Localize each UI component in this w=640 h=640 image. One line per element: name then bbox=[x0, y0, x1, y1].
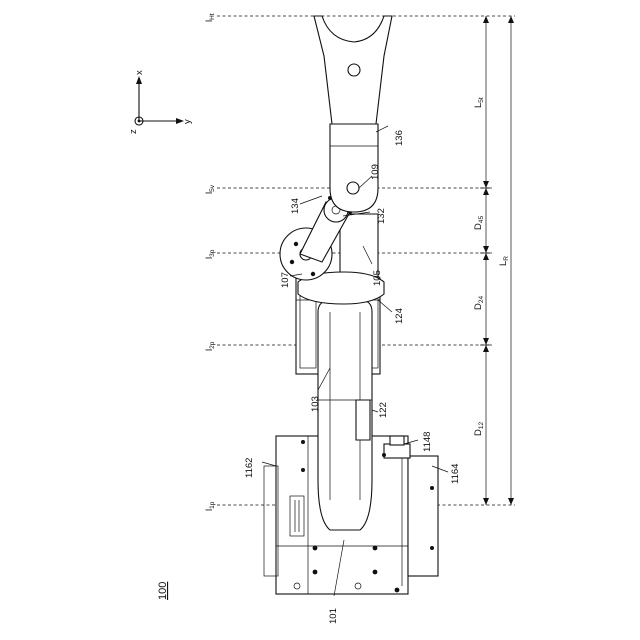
lower-arm bbox=[318, 296, 372, 530]
level-label-3p: l3p bbox=[204, 249, 216, 259]
part-label-136: 136 bbox=[394, 130, 405, 146]
dim-label-l5t: L5t bbox=[473, 97, 485, 108]
dim-label-lr: LR bbox=[498, 256, 510, 266]
level-label-5v: l5v bbox=[204, 184, 216, 194]
level-label-2p: l2p bbox=[204, 341, 216, 351]
axis-y-label: y bbox=[182, 119, 193, 124]
robot-arm bbox=[264, 16, 438, 594]
part-label-103: 103 bbox=[310, 396, 321, 412]
figure-number-label: 100 bbox=[157, 582, 169, 600]
level-label-ht: lHt bbox=[204, 13, 216, 22]
part-label-109: 109 bbox=[370, 164, 381, 180]
part-label-134: 134 bbox=[290, 198, 301, 214]
end-effector bbox=[314, 16, 392, 124]
axis-z-label: z bbox=[128, 129, 139, 134]
dim-label-d12: D12 bbox=[473, 422, 485, 436]
dim-label-d24: D24 bbox=[473, 296, 485, 310]
part-label-1148: 1148 bbox=[422, 432, 433, 452]
part-label-132: 132 bbox=[376, 208, 387, 224]
axis-x-label: x bbox=[134, 70, 145, 75]
part-label-105: 105 bbox=[372, 270, 383, 286]
part-label-1164: 1164 bbox=[450, 464, 461, 484]
level-labels: lHt l5v l3p l2p l1p bbox=[204, 13, 216, 511]
coordinate-axes: x y z bbox=[128, 70, 193, 134]
dimension-labels: L5t D45 D24 D12 LR bbox=[473, 97, 510, 436]
dim-label-d45: D45 bbox=[473, 216, 485, 230]
part-label-107: 107 bbox=[280, 272, 291, 288]
part-label-101: 101 bbox=[328, 608, 339, 624]
part-label-122: 122 bbox=[378, 402, 389, 418]
part-label-1162: 1162 bbox=[244, 458, 255, 478]
figure-number: 100 bbox=[157, 582, 169, 600]
part-label-124: 124 bbox=[394, 308, 405, 324]
level-label-1p: l1p bbox=[204, 501, 216, 511]
